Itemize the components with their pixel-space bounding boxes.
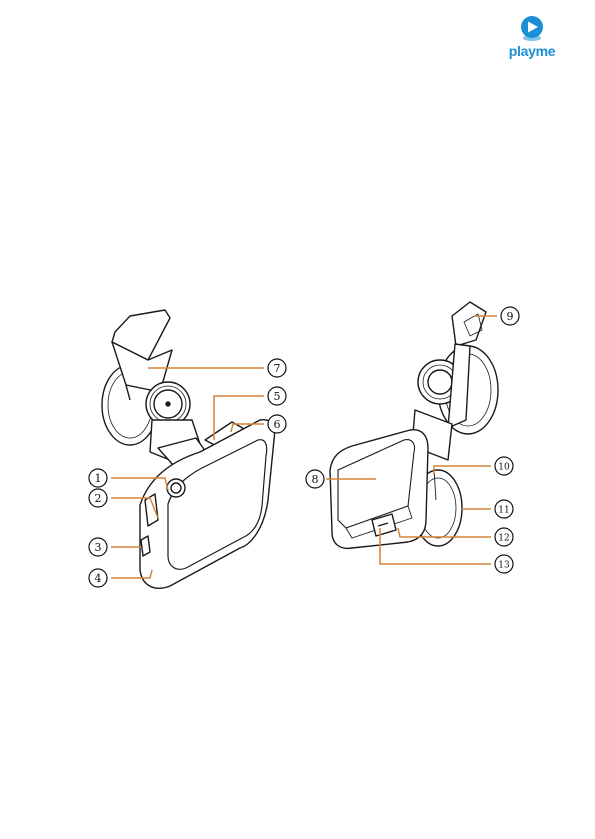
svg-text:13: 13	[498, 561, 510, 571]
callout-11: 11	[495, 500, 513, 518]
svg-text:12: 12	[498, 534, 509, 544]
svg-text:6: 6	[274, 418, 281, 431]
svg-text:10: 10	[498, 463, 510, 473]
callout-12: 12	[495, 528, 513, 546]
callout-1: 1	[89, 469, 107, 487]
callout-2: 2	[89, 489, 107, 507]
callout-6: 6	[268, 415, 286, 433]
callout-5: 5	[268, 387, 286, 405]
callout-10: 10	[495, 457, 513, 475]
callout-3: 3	[89, 538, 107, 556]
callout-13: 13	[495, 555, 513, 573]
svg-text:9: 9	[507, 310, 514, 323]
svg-text:3: 3	[95, 541, 102, 554]
callout-4: 4	[89, 569, 107, 587]
svg-text:11: 11	[498, 506, 509, 516]
callout-7: 7	[268, 359, 286, 377]
callout-9: 9	[501, 307, 519, 325]
svg-text:8: 8	[312, 473, 319, 486]
svg-text:1: 1	[95, 472, 102, 485]
svg-text:5: 5	[274, 390, 281, 403]
svg-text:2: 2	[95, 492, 102, 505]
rear-view-device	[330, 302, 498, 548]
svg-text:4: 4	[95, 572, 102, 585]
svg-text:7: 7	[274, 362, 281, 375]
callout-8: 8	[306, 470, 324, 488]
